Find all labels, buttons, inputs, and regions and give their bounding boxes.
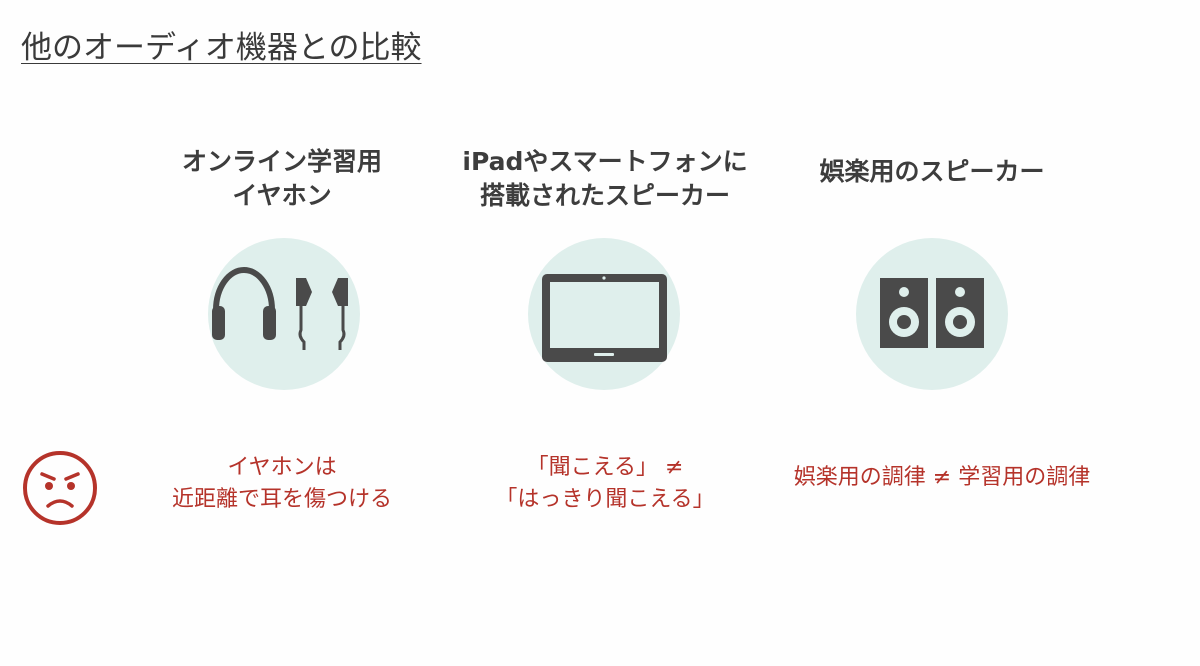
heading-line: イヤホン [232,181,332,210]
note-line: イヤホンは [227,455,337,480]
speakers-icon [880,278,984,348]
icon-circle-speakers [856,238,1008,390]
heading-line: iPadやスマートフォンに [462,147,748,176]
column-heading-speakers: 娯楽用のスピーカー [752,155,1112,189]
heading-line: 搭載されたスピーカー [479,181,730,210]
column-heading-tablet: iPadやスマートフォンに 搭載されたスピーカー [425,145,785,213]
tablet-icon [542,274,667,362]
headphones-earphones-icon [212,267,348,350]
frowning-face-icon [23,451,97,525]
note-earphones: イヤホンは 近距離で耳を傷つける [92,452,472,516]
slide-title: 他のオーディオ機器との比較 [21,30,422,66]
column-heading-earphones: オンライン学習用 イヤホン [102,145,462,213]
note-line: 「はっきり聞こえる」 [495,487,715,512]
note-tablet: 「聞こえる」 ≠ 「はっきり聞こえる」 [415,452,795,516]
note-line: 近距離で耳を傷つける [171,487,392,512]
icon-circle-earphones [208,238,360,390]
note-line: 娯楽用の調律 ≠ 学習用の調律 [793,465,1091,490]
heading-line: 娯楽用のスピーカー [819,157,1045,186]
icon-circle-tablet [528,238,680,390]
note-line: 「聞こえる」 ≠ [526,455,684,480]
note-speakers: 娯楽用の調律 ≠ 学習用の調律 [752,462,1132,494]
heading-line: オンライン学習用 [181,147,382,176]
